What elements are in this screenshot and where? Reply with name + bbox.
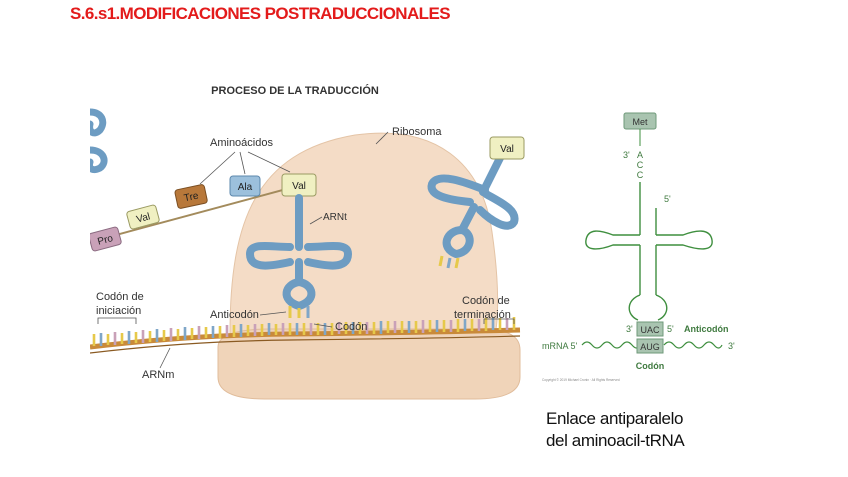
slide-title: S.6.s1.MODIFICACIONES POSTRADUCCIONALES bbox=[70, 4, 450, 24]
anticodon-3prime: 3' bbox=[626, 324, 633, 334]
acceptor-3prime: 3' bbox=[623, 150, 630, 160]
anticodon-5prime: 5' bbox=[667, 324, 674, 334]
amino-acid-met: Met bbox=[632, 117, 648, 127]
translation-diagram: Pro Val Tre Ala Val bbox=[90, 72, 530, 402]
anticodon-sequence: UAC bbox=[640, 325, 660, 335]
mrna-wave-left bbox=[582, 342, 640, 348]
acceptor-base-2: C bbox=[637, 160, 644, 170]
label-aminoacids: Aminoácidos bbox=[210, 137, 273, 149]
mrna-5prime: mRNA 5' bbox=[542, 341, 578, 351]
label-codon: Codón bbox=[335, 321, 367, 333]
trna-exiting bbox=[90, 112, 104, 170]
caption: Enlace antiparalelo del aminoacil-tRNA bbox=[546, 408, 684, 452]
figure-heading: PROCESO DE LA TRADUCCIÓN bbox=[211, 84, 379, 97]
trna-structure-diagram: Met 3' A C C 5' 3' UAC 5' Anticodón mRNA… bbox=[538, 110, 756, 388]
codon-sequence: AUG bbox=[640, 342, 660, 352]
label-stop-codon-1: Codón de bbox=[462, 295, 510, 307]
label-mrna: ARNm bbox=[142, 369, 174, 381]
codon-name: Codón bbox=[636, 361, 665, 371]
caption-line-2: del aminoacil-tRNA bbox=[546, 430, 684, 452]
label-ribosome: Ribosoma bbox=[392, 126, 442, 138]
label-anticodon: Anticodón bbox=[210, 309, 259, 321]
copyright-note: Copyright © 2019 Michael Cronin · All Ri… bbox=[542, 378, 620, 382]
mrna-wave-right bbox=[664, 342, 722, 348]
svg-text:Val: Val bbox=[500, 144, 514, 155]
trna-cloverleaf bbox=[586, 182, 712, 320]
amino-acid-pro: Pro bbox=[90, 226, 122, 251]
label-start-codon-1: Codón de bbox=[96, 291, 144, 303]
svg-text:Ala: Ala bbox=[238, 182, 253, 193]
amino-acid-ala: Ala bbox=[230, 176, 260, 196]
acceptor-base-1: A bbox=[637, 150, 643, 160]
label-start-codon-2: iniciación bbox=[96, 305, 141, 317]
amino-acid-val-2: Val bbox=[282, 174, 316, 196]
amino-acid-tre: Tre bbox=[174, 184, 207, 209]
caption-line-1: Enlace antiparalelo bbox=[546, 408, 684, 430]
acceptor-base-3: C bbox=[637, 170, 644, 180]
amino-acid-val-1: Val bbox=[126, 204, 160, 229]
svg-text:Val: Val bbox=[292, 181, 306, 192]
mrna-3prime: 3' bbox=[728, 341, 735, 351]
five-prime-label: 5' bbox=[664, 194, 671, 204]
label-trna: ARNt bbox=[323, 212, 347, 223]
anticodon-name: Anticodón bbox=[684, 324, 729, 334]
